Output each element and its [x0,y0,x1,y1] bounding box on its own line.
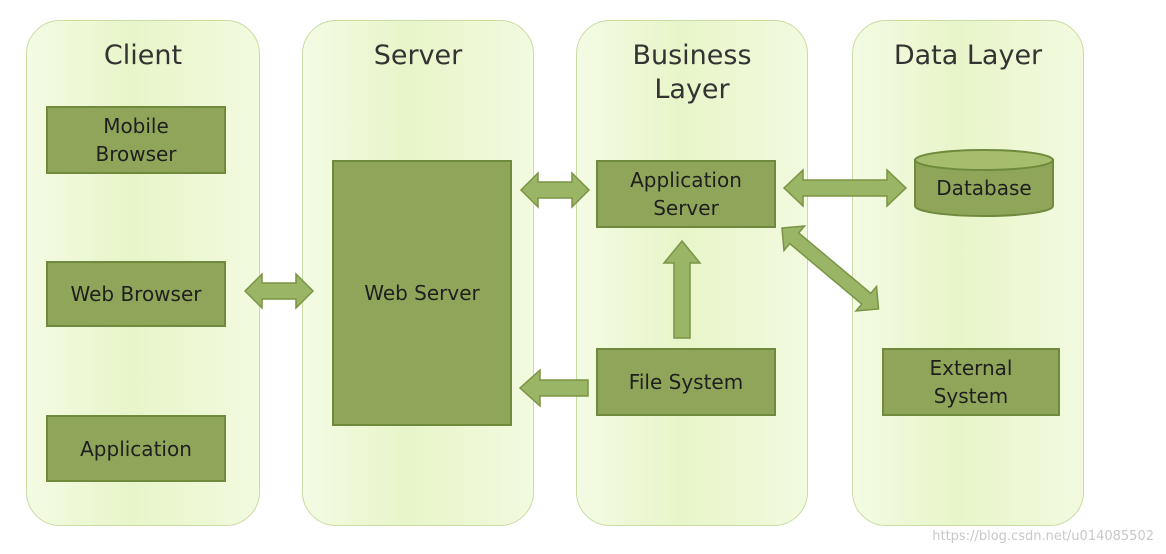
business-lane-title: Business Layer [577,39,807,107]
web-server-node: Web Server [332,160,512,426]
application-server-label-line-1: Application [630,168,742,192]
external-system-node: External System [882,348,1060,416]
data-lane: Data Layer [852,20,1084,526]
application-label: Application [80,436,192,461]
file-system-node: File System [596,348,776,416]
watermark-text: https://blog.csdn.net/u014085502 [932,529,1154,544]
external-system-label-line-1: External [929,356,1013,380]
application-server-node: Application Server [596,160,776,228]
client-lane-title: Client [103,40,183,71]
file-system-label: File System [628,370,744,394]
mobile-browser-label-line-2: Browser [95,142,177,166]
data-lane-title: Data Layer [893,40,1043,71]
business-lane-title-line-1: Business [632,40,752,71]
business-lane-title-line-2: Layer [654,74,730,105]
web-server-label: Web Server [364,281,480,305]
web-browser-node: Web Browser [46,261,226,327]
web-browser-label: Web Browser [70,282,202,306]
server-lane-title: Server [373,40,463,71]
mobile-browser-node: Mobile Browser [46,106,226,174]
external-system-label-line-2: System [933,384,1009,408]
application-node: Application [46,415,226,482]
application-server-label-line-2: Server [653,196,719,220]
business-lane: Business Layer [576,20,808,526]
mobile-browser-label-line-1: Mobile [103,114,169,138]
